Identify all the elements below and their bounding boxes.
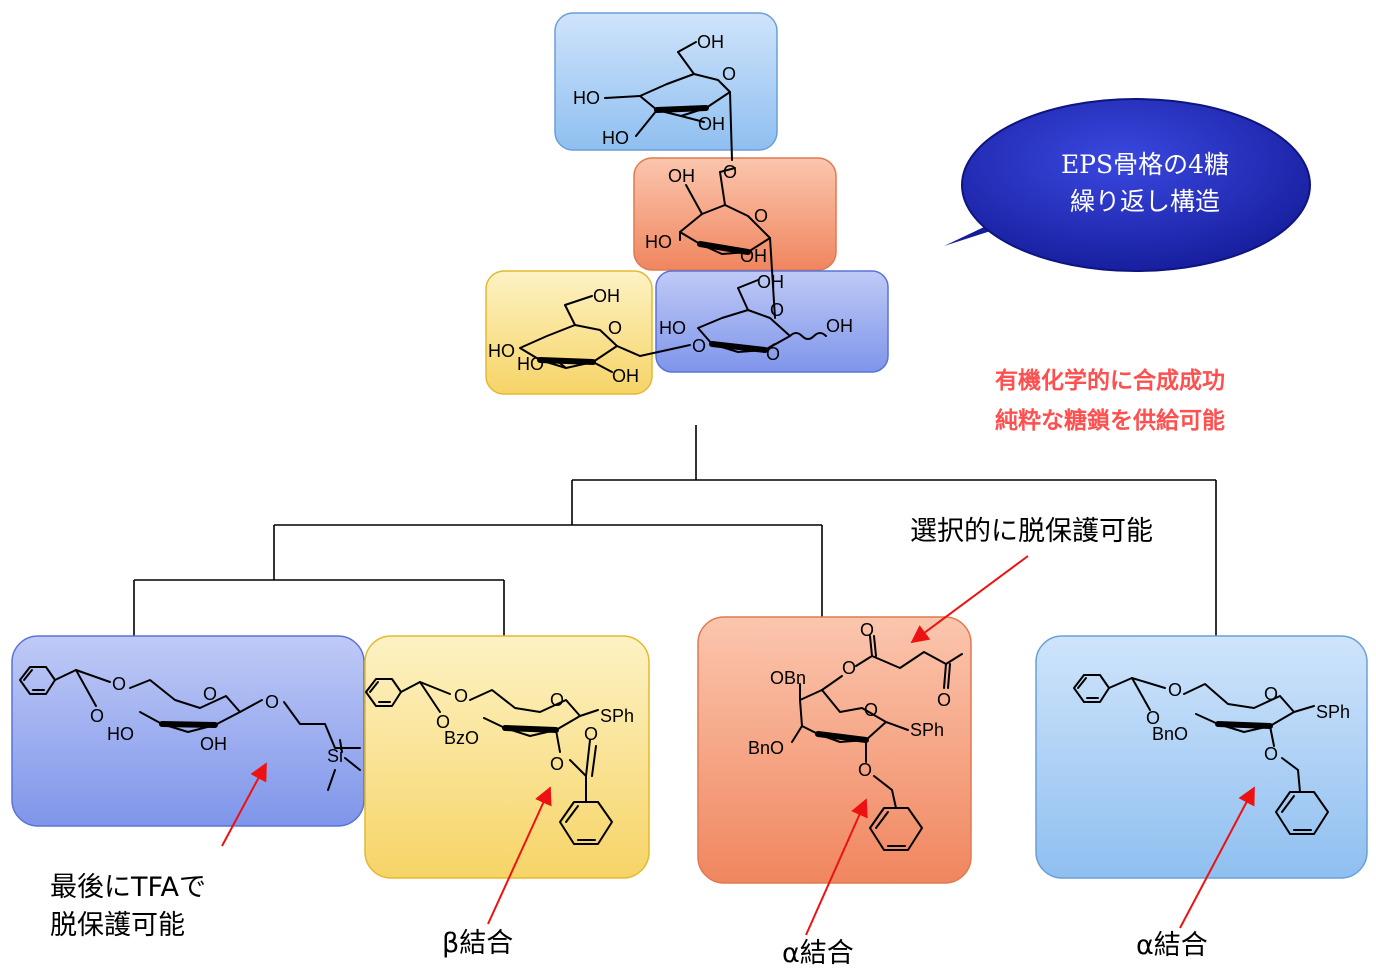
- bb2-sph-label: SPh: [600, 706, 634, 726]
- building-block-3-box: [697, 616, 972, 884]
- top-yellow-oh-label: OH: [593, 286, 620, 306]
- bb4-ring-o-3: O: [1264, 684, 1278, 704]
- top-glucose-box: [554, 12, 778, 151]
- bb3-obn-label: OBn: [770, 668, 806, 688]
- top-yellow-ho-label-2: HO: [517, 354, 544, 374]
- bb4-ring-o-2: O: [1146, 708, 1160, 728]
- top-orange-ring-o: O: [754, 206, 768, 226]
- bb3-bno-label: BnO: [748, 738, 784, 758]
- bb4-obn-o: O: [1264, 744, 1278, 764]
- top-blue-ho-label-2: HO: [602, 128, 629, 148]
- top-blue-sugar-structure: OH O HO HO OH: [573, 32, 736, 161]
- top-blue-ring-o: O: [722, 64, 736, 84]
- bubble-line-1: EPS骨格の4糖: [1061, 150, 1229, 179]
- top-orange-ho-label: HO: [645, 232, 672, 252]
- bb3-ester-o: O: [842, 658, 856, 678]
- bb1-oh-label: OH: [200, 734, 227, 754]
- top-blue-oh-label: OH: [697, 32, 724, 52]
- bb1-ring-o-1: O: [112, 674, 126, 694]
- alpha-linkage-label-2: α結合: [1136, 930, 1208, 961]
- top-purple-ring-o: O: [770, 300, 784, 320]
- top-yellow-ring-o: O: [608, 318, 622, 338]
- bb1-ho-label: HO: [107, 724, 134, 744]
- beta-arrow: [487, 786, 552, 925]
- bb4-bno-label: BnO: [1152, 724, 1188, 744]
- tfa-label-line-2: 脱保護可能: [50, 910, 185, 941]
- top-purple-o-bridge: O: [766, 344, 780, 364]
- bb4-ring-o-1: O: [1168, 680, 1182, 700]
- alpha-arrow-1: [805, 798, 868, 936]
- bb3-ketone-o: O: [937, 690, 951, 710]
- bb3-ring-o: O: [864, 700, 878, 720]
- selective-deprotection-label: 選択的に脱保護可能: [910, 516, 1153, 547]
- bb2-ester-o: O: [550, 754, 564, 774]
- bubble-line-2: 繰り返し構造: [1070, 187, 1220, 216]
- bb2-ring-o-1: O: [454, 686, 468, 706]
- bb2-ring-o-2: O: [436, 712, 450, 732]
- top-galactose-box: [633, 157, 837, 271]
- bb2-carbonyl-o: O: [584, 724, 598, 744]
- highlight-line-2: 純粋な糖鎖を供給可能: [995, 407, 1225, 434]
- top-yellow-oh-label-2: OH: [612, 366, 639, 386]
- building-block-2-box: [364, 635, 650, 879]
- top-purple-o-link: O: [692, 336, 706, 356]
- building-block-2-structure: O O O SPh BzO O O: [365, 678, 634, 845]
- building-block-1-structure: O O O O HO OH Si: [19, 666, 361, 791]
- building-block-4-box: [1035, 635, 1368, 879]
- beta-linkage-label: β結合: [442, 928, 513, 959]
- top-purple-oh-anomeric: OH: [826, 316, 853, 336]
- alpha-linkage-label-1: α結合: [782, 938, 854, 969]
- top-orange-oh-label-2: OH: [740, 246, 767, 266]
- tfa-label-line-1: 最後にTFAで: [50, 872, 206, 903]
- speech-bubble: EPS骨格の4糖 繰り返し構造: [944, 98, 1311, 272]
- bb2-bzo-label: BzO: [444, 728, 479, 748]
- highlight-line-1: 有機化学的に合成成功: [995, 367, 1225, 394]
- retrosynthesis-tree: [133, 425, 1217, 645]
- building-block-4-structure: O O O SPh BnO O: [1073, 674, 1350, 835]
- selective-deprotection-arrow: [910, 555, 1029, 644]
- top-purple-oh-label: OH: [757, 272, 784, 292]
- bb1-ring-o-3: O: [203, 684, 217, 704]
- bb2-ring-o-3: O: [550, 690, 564, 710]
- bb1-glycosidic-o: O: [265, 692, 279, 712]
- top-orange-o-link: O: [723, 162, 737, 182]
- top-yellow-glucose-box: [485, 270, 653, 395]
- top-blue-ho-label: HO: [573, 88, 600, 108]
- top-orange-oh-label: OH: [668, 166, 695, 186]
- bb1-si-label: Si: [327, 746, 343, 766]
- bb1-ring-o-2: O: [90, 706, 104, 726]
- top-yellow-ho-label: HO: [488, 341, 515, 361]
- top-yellow-sugar-structure: OH O HO HO OH: [488, 286, 691, 386]
- bb3-obn-o: O: [858, 760, 872, 780]
- top-orange-sugar-structure: O OH O HO OH: [645, 162, 776, 319]
- tfa-arrow: [221, 762, 267, 847]
- top-purple-ho-label: HO: [659, 318, 686, 338]
- bb4-sph-label: SPh: [1316, 702, 1350, 722]
- building-block-3-structure: O O O OBn O SPh BnO O: [748, 620, 963, 851]
- bb3-lev-carbonyl-o: O: [860, 620, 874, 640]
- top-purple-sugar-structure: OH HO O O O OH: [659, 272, 853, 364]
- alpha-arrow-2: [1179, 786, 1255, 929]
- top-blue-oh-label-2: OH: [698, 114, 725, 134]
- bb3-sph-label: SPh: [910, 720, 944, 740]
